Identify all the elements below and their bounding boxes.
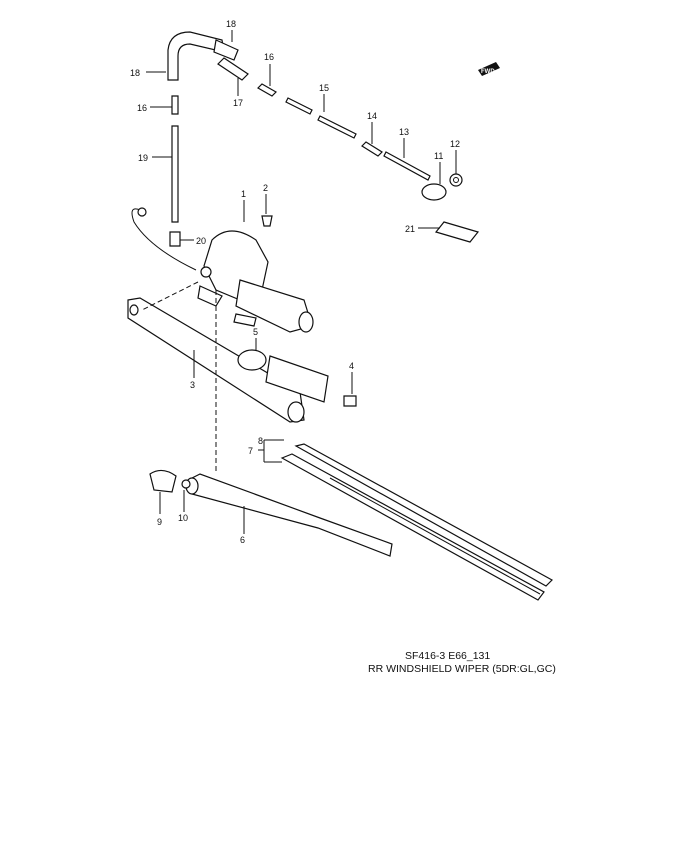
wire-harness bbox=[131, 208, 197, 271]
callout-16b: 16 bbox=[264, 52, 274, 62]
svg-text:FWD: FWD bbox=[481, 69, 495, 75]
hose-15a bbox=[285, 97, 313, 115]
hose-18 bbox=[167, 31, 239, 81]
callout-6: 6 bbox=[240, 535, 245, 545]
callout-12: 12 bbox=[450, 139, 460, 149]
bolt-4 bbox=[343, 395, 357, 407]
callout-3: 3 bbox=[190, 380, 195, 390]
bracket-3 bbox=[127, 297, 305, 423]
callout-14: 14 bbox=[367, 111, 377, 121]
callout-9: 9 bbox=[157, 517, 162, 527]
diagram-code: SF416-3 E66_131 bbox=[405, 650, 491, 662]
callout-4: 4 bbox=[349, 361, 354, 371]
joint-16-top bbox=[257, 83, 277, 97]
wiper-motor-1 bbox=[197, 230, 314, 333]
callout-7: 7 bbox=[248, 446, 253, 456]
hose-15b bbox=[317, 115, 357, 139]
screw-2 bbox=[261, 215, 273, 227]
callout-8: 8 bbox=[258, 436, 263, 446]
cap-9 bbox=[149, 469, 177, 493]
connector-17 bbox=[217, 57, 249, 81]
nozzle-11 bbox=[421, 183, 447, 201]
callout-18a: 18 bbox=[226, 19, 236, 29]
nut-10 bbox=[181, 479, 191, 489]
leader-lines bbox=[141, 30, 457, 534]
joint-14 bbox=[361, 141, 383, 157]
hose-13 bbox=[383, 151, 431, 181]
callout-20: 20 bbox=[196, 236, 206, 246]
joint-16-left bbox=[171, 95, 179, 115]
hose-19 bbox=[171, 125, 179, 223]
callout-16a: 16 bbox=[137, 103, 147, 113]
cap-5 bbox=[237, 349, 267, 371]
callout-21: 21 bbox=[405, 224, 415, 234]
callout-11: 11 bbox=[434, 151, 443, 161]
callout-5: 5 bbox=[253, 327, 258, 337]
callout-10: 10 bbox=[178, 513, 188, 523]
callout-1: 1 bbox=[241, 189, 246, 199]
callout-19: 19 bbox=[138, 153, 148, 163]
joint-20 bbox=[169, 231, 181, 247]
callout-2: 2 bbox=[263, 183, 268, 193]
grommet-12 bbox=[449, 173, 463, 187]
callout-17: 17 bbox=[233, 98, 243, 108]
callouts: 18 18 16 17 15 16 19 14 13 12 11 21 1 2 … bbox=[130, 19, 460, 545]
fwd-badge: FWD bbox=[478, 62, 500, 76]
callout-13: 13 bbox=[399, 127, 409, 137]
diagram-title: RR WINDSHIELD WIPER (5DR:GL,GC) bbox=[368, 663, 556, 675]
callout-18b: 18 bbox=[130, 68, 140, 78]
mount-plate bbox=[265, 355, 329, 403]
label-21 bbox=[434, 221, 480, 243]
wiper-arm-6 bbox=[185, 473, 393, 557]
callout-15: 15 bbox=[319, 83, 329, 93]
wiper-blade-7-8 bbox=[280, 443, 553, 601]
